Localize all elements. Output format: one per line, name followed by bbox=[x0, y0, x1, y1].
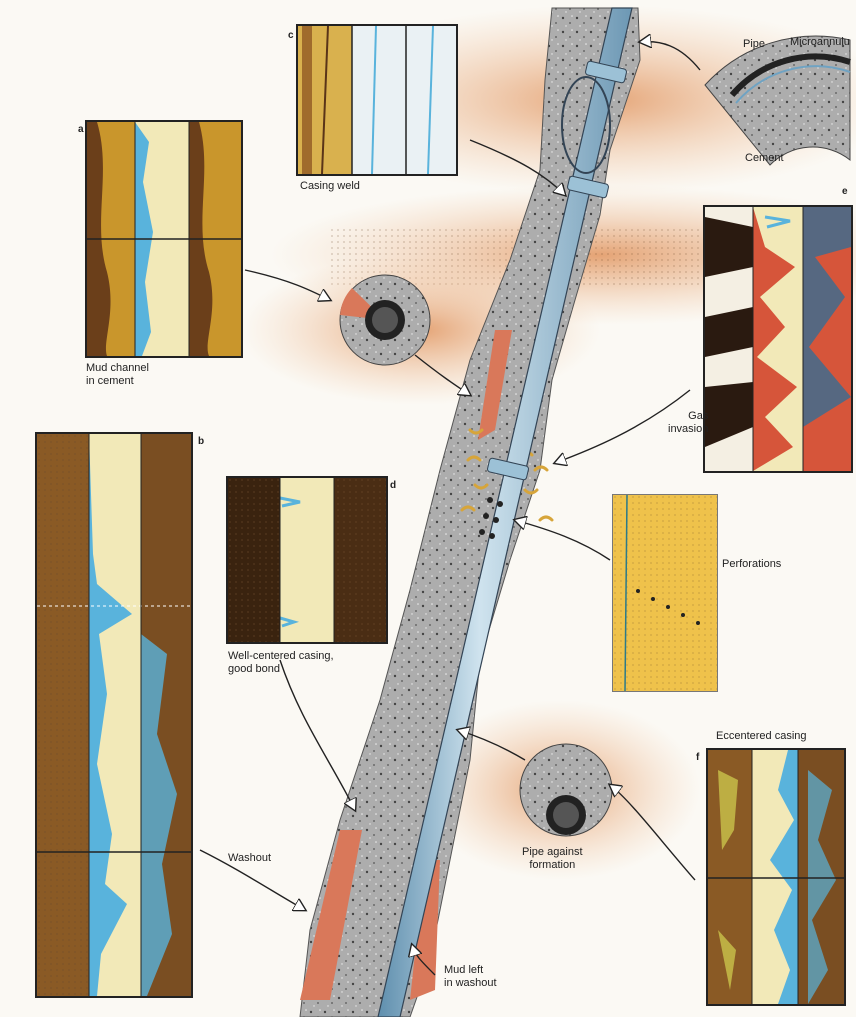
caption-good-bond: Well-centered casing, good bond bbox=[228, 650, 334, 676]
caption-casing-weld: Casing weld bbox=[300, 180, 360, 193]
label-microannulus: Microannulu bbox=[790, 36, 850, 49]
log-panel-perforations bbox=[612, 494, 718, 692]
caption-mud-channel: Mud channel in cement bbox=[86, 362, 149, 388]
panel-letter-b: b bbox=[198, 436, 204, 447]
label-cement: Cement bbox=[745, 152, 784, 165]
log-panel-mud-channel bbox=[85, 120, 243, 358]
label-perforations: Perforations bbox=[722, 558, 781, 571]
log-panel-gas-invasion bbox=[703, 205, 853, 473]
log-panel-washout bbox=[35, 432, 193, 998]
log-panel-casing-weld bbox=[296, 24, 458, 176]
panel-letter-f: f bbox=[696, 752, 699, 763]
caption-eccentered: Eccentered casing bbox=[716, 730, 807, 743]
label-gas-invasion: Gas invasion bbox=[668, 410, 708, 436]
panel-letter-d: d bbox=[390, 480, 396, 491]
label-pipe: Pipe bbox=[743, 38, 765, 51]
label-pipe-against-formation: Pipe against formation bbox=[522, 846, 583, 872]
log-panel-eccentered bbox=[706, 748, 846, 1006]
panel-letter-a: a bbox=[78, 124, 84, 135]
label-mud-left: Mud left in washout bbox=[444, 964, 497, 990]
panel-letter-e: e bbox=[842, 186, 848, 197]
cross-section-eccentered bbox=[520, 744, 612, 836]
label-washout: Washout bbox=[228, 852, 271, 865]
log-panel-good-bond bbox=[226, 476, 388, 644]
cross-section-mud-channel bbox=[340, 275, 430, 365]
panel-letter-c: c bbox=[288, 30, 294, 41]
